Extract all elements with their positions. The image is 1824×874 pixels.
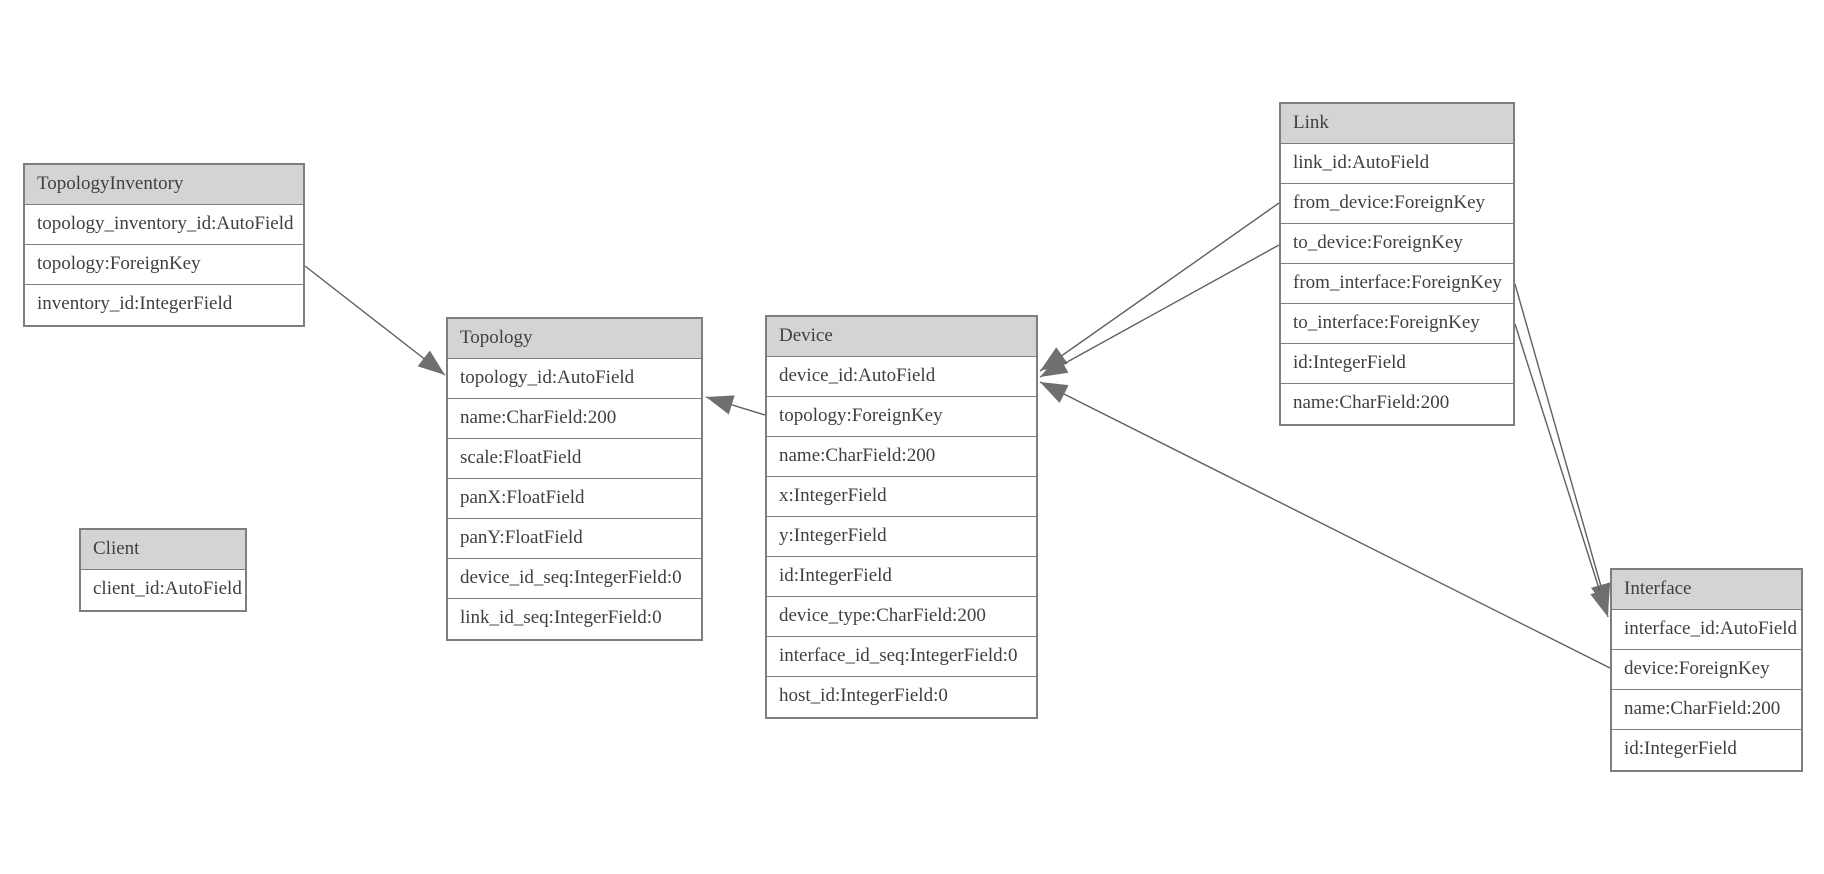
field-row: interface_id_seq:IntegerField:0 [767, 637, 1036, 677]
entity-table-link: Link link_id:AutoField from_device:Forei… [1279, 102, 1515, 426]
relation-interface-device [1039, 381, 1611, 669]
field-row: panY:FloatField [448, 519, 701, 559]
entity-title: Device [767, 317, 1036, 357]
entity-title: Topology [448, 319, 701, 359]
relation-link-todevice-device [1039, 244, 1280, 378]
field-row: from_device:ForeignKey [1281, 184, 1513, 224]
field-row: to_device:ForeignKey [1281, 224, 1513, 264]
entity-table-topology: Topology topology_id:AutoField name:Char… [446, 317, 703, 641]
field-row: name:CharField:200 [1612, 690, 1801, 730]
field-row: device:ForeignKey [1612, 650, 1801, 690]
field-row: topology:ForeignKey [25, 245, 303, 285]
field-row: link_id_seq:IntegerField:0 [460, 607, 662, 628]
field-row: device_id_seq:IntegerField:0 [448, 559, 701, 599]
field-row: client_id:AutoField [93, 578, 242, 599]
field-row: x:IntegerField [767, 477, 1036, 517]
field-row: link_id:AutoField [1281, 144, 1513, 184]
relation-link-tointerface-interface [1514, 323, 1610, 618]
field-row: name:CharField:200 [767, 437, 1036, 477]
field-row: id:IntegerField [1281, 344, 1513, 384]
relation-link-fromdevice-device [1039, 202, 1280, 372]
field-row: inventory_id:IntegerField [37, 293, 233, 314]
field-row: topology:ForeignKey [767, 397, 1036, 437]
field-row: host_id:IntegerField:0 [779, 685, 948, 706]
field-row: y:IntegerField [767, 517, 1036, 557]
field-row: from_interface:ForeignKey [1281, 264, 1513, 304]
entity-title: Client [81, 530, 245, 570]
entity-table-topologyinventory: TopologyInventory topology_inventory_id:… [23, 163, 305, 327]
entity-title: Interface [1612, 570, 1801, 610]
field-row: id:IntegerField [1624, 738, 1737, 759]
entity-title: TopologyInventory [25, 165, 303, 205]
field-row: name:CharField:200 [448, 399, 701, 439]
entity-table-interface: Interface interface_id:AutoField device:… [1610, 568, 1803, 772]
relation-topologyinventory-topology [304, 265, 446, 376]
field-row: panX:FloatField [448, 479, 701, 519]
entity-title: Link [1281, 104, 1513, 144]
relation-device-topology [705, 395, 766, 416]
field-row: device_type:CharField:200 [767, 597, 1036, 637]
field-row: to_interface:ForeignKey [1281, 304, 1513, 344]
field-row: interface_id:AutoField [1612, 610, 1801, 650]
field-row: scale:FloatField [448, 439, 701, 479]
entity-table-device: Device device_id:AutoField topology:Fore… [765, 315, 1038, 719]
field-row: id:IntegerField [767, 557, 1036, 597]
field-row: topology_inventory_id:AutoField [25, 205, 303, 245]
relation-link-frominterface-interface [1514, 283, 1611, 612]
field-row: device_id:AutoField [767, 357, 1036, 397]
field-row: name:CharField:200 [1293, 392, 1450, 413]
field-row: topology_id:AutoField [448, 359, 701, 399]
entity-table-client: Client client_id:AutoField [79, 528, 247, 612]
